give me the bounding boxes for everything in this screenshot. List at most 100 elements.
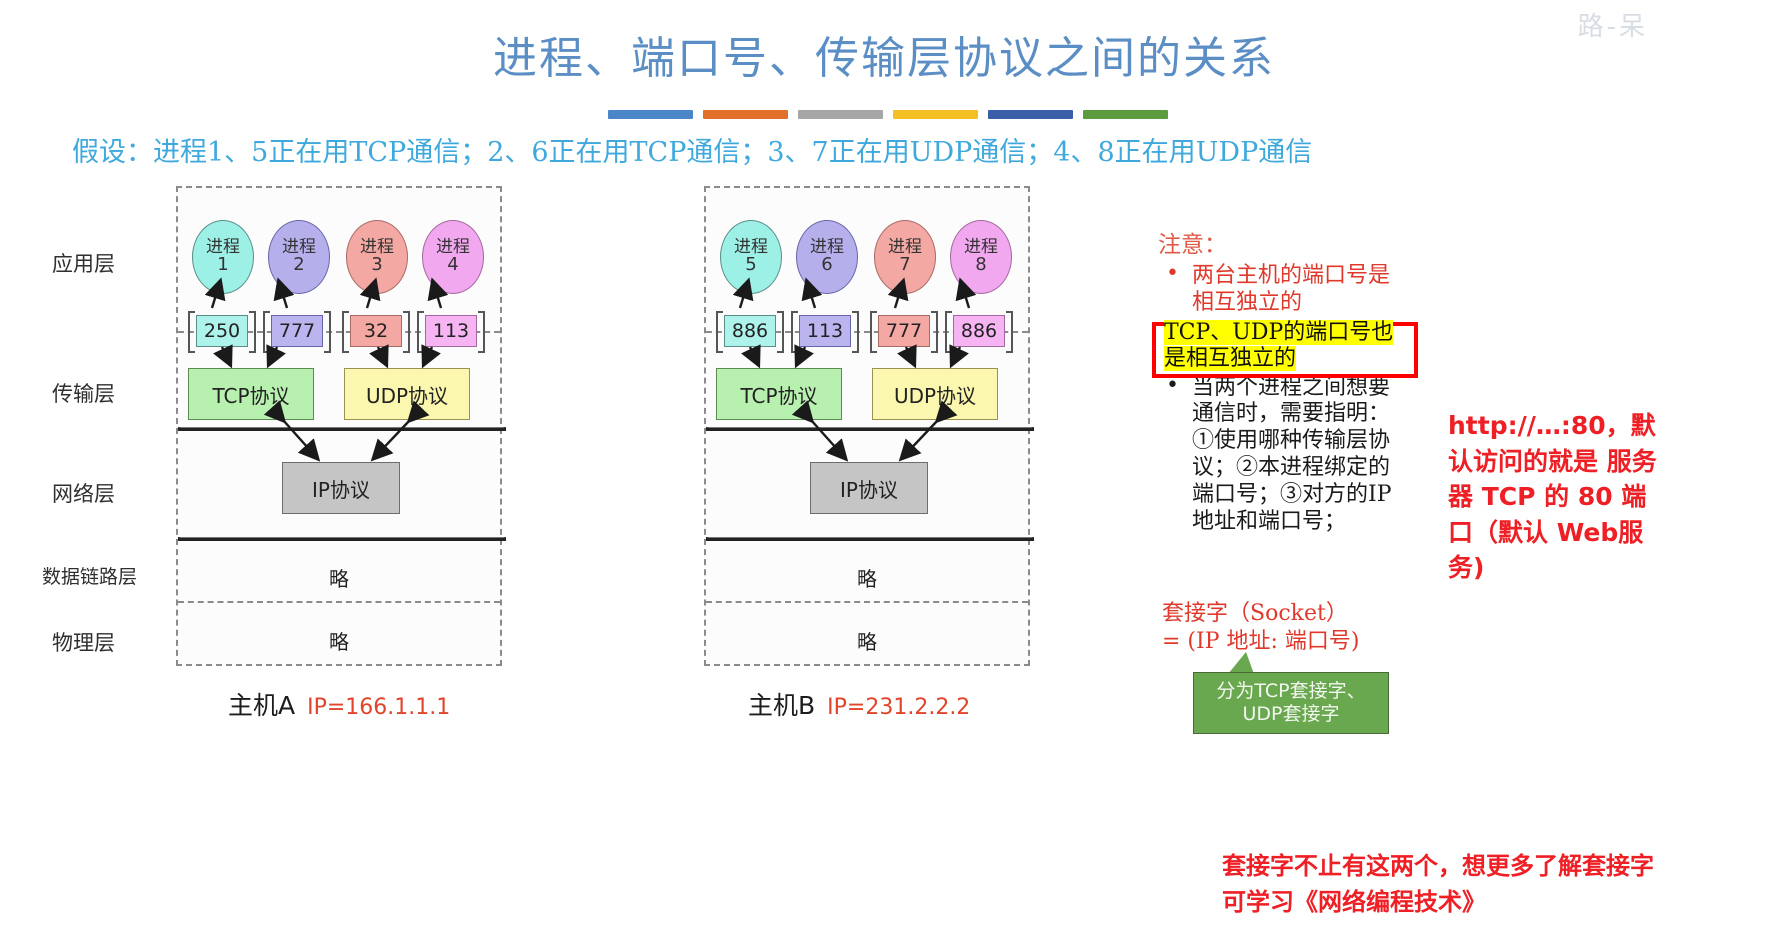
callout-pointer-icon xyxy=(1228,652,1254,674)
port-box-886-b[interactable]: 886 xyxy=(945,311,1013,353)
host-b-divider-datalink-physical xyxy=(706,601,1028,603)
process-circle-7-label: 进程 xyxy=(888,236,922,257)
host-b-name: 主机B xyxy=(748,691,816,720)
note-bullet-3-line-5: 端口号；③对方的IP xyxy=(1192,481,1392,507)
host-a-divider-datalink-physical xyxy=(178,601,500,603)
process-circle-7-number: 7 xyxy=(899,254,911,276)
udp-protocol-box[interactable]: UDP协议 xyxy=(344,368,470,420)
process-circle-1[interactable]: 进程 1 xyxy=(192,220,254,294)
layer-label-transport: 传输层 xyxy=(52,382,115,406)
http-port-note-line-5: 务) xyxy=(1448,553,1485,582)
process-circle-6[interactable]: 进程 6 xyxy=(796,220,858,294)
port-box-32[interactable]: 32 xyxy=(342,311,410,353)
process-circle-6-label: 进程 xyxy=(810,236,844,257)
host-b-divider-network-datalink xyxy=(706,537,1034,541)
process-circle-3[interactable]: 进程 3 xyxy=(346,220,408,294)
note-bullet-2: TCP、UDP的端口号也 是相互独立的 xyxy=(1164,320,1414,373)
port-box-777[interactable]: 777 xyxy=(263,311,331,353)
host-b-divider-transport-network xyxy=(706,427,1034,431)
process-circle-4-number: 4 xyxy=(447,254,459,276)
process-circle-5[interactable]: 进程 5 xyxy=(720,220,782,294)
accent-bar-1 xyxy=(608,110,693,119)
port-box-113[interactable]: 113 xyxy=(417,311,485,353)
accent-bar-3 xyxy=(798,110,883,119)
note-bullet-3-line-3: ①使用哪种传输层协 xyxy=(1192,428,1391,454)
physical-skip-label: 略 xyxy=(329,630,349,654)
datalink-skip-label: 略 xyxy=(329,567,349,591)
http-port-note-line-2: 认访问的就是 服务 xyxy=(1448,446,1657,476)
port-box-886-a[interactable]: 886 xyxy=(716,311,784,353)
watermark: 路-呆 xyxy=(1577,12,1648,42)
port-box-777-b[interactable]: 777 xyxy=(870,311,938,353)
datalink-skip-label-b: 略 xyxy=(857,567,877,591)
ip-protocol-box-b[interactable]: IP协议 xyxy=(810,462,928,514)
process-circle-3-label: 进程 xyxy=(360,236,394,257)
process-circle-3-number: 3 xyxy=(371,254,383,276)
process-circle-4[interactable]: 进程 4 xyxy=(422,220,484,294)
process-circle-4-label: 进程 xyxy=(436,236,470,257)
process-circle-8-label: 进程 xyxy=(964,236,998,257)
process-circle-5-number: 5 xyxy=(745,254,757,276)
note-bullet-3: 当两个进程之间想要 通信时，需要指明： ①使用哪种传输层协 议；②本进程绑定的 … xyxy=(1158,373,1408,536)
note-bullet-3-line-1: 当两个进程之间想要 xyxy=(1192,374,1391,400)
socket-types-callout: 分为TCP套接字、 UDP套接字 xyxy=(1193,672,1389,734)
assumption-subtitle: 假设：进程1、5正在用TCP通信；2、6正在用TCP通信；3、7正在用UDP通信… xyxy=(72,137,1313,168)
physical-skip-label-b: 略 xyxy=(857,630,877,654)
socket-footer-note-line-2: 可学习《网络编程技术》 xyxy=(1222,888,1486,916)
accent-bar-4 xyxy=(893,110,978,119)
accent-bar-6 xyxy=(1083,110,1168,119)
ip-protocol-box[interactable]: IP协议 xyxy=(282,462,400,514)
notes-panel: 注意： 两台主机的端口号是 相互独立的 当两个进程之间想要 通信时，需要指明： … xyxy=(1158,225,1408,538)
socket-line-1: 套接字（Socket） xyxy=(1162,601,1348,626)
layer-label-application: 应用层 xyxy=(52,252,115,276)
callout-line-2: UDP套接字 xyxy=(1242,703,1340,725)
host-a-name: 主机A xyxy=(228,691,296,720)
udp-protocol-box-b[interactable]: UDP协议 xyxy=(872,368,998,420)
callout-line-1: 分为TCP套接字、 xyxy=(1216,679,1366,702)
port-box-250[interactable]: 250 xyxy=(188,311,256,353)
host-a-panel: 进程 1 进程 2 进程 3 进程 4 250 777 32 113 TCP协议… xyxy=(176,186,506,666)
note-bullet-3-line-6: 地址和端口号； xyxy=(1192,508,1347,534)
host-b-panel: 进程 5 进程 6 进程 7 进程 8 886 113 777 886 TCP协… xyxy=(704,186,1034,666)
tcp-protocol-box-b[interactable]: TCP协议 xyxy=(716,368,842,420)
process-circle-6-number: 6 xyxy=(821,254,833,276)
process-circle-7[interactable]: 进程 7 xyxy=(874,220,936,294)
layer-label-physical: 物理层 xyxy=(52,631,115,655)
socket-line-2: = (IP 地址: 端口号) xyxy=(1162,629,1360,655)
process-circle-8[interactable]: 进程 8 xyxy=(950,220,1012,294)
process-circle-5-label: 进程 xyxy=(734,236,768,257)
note-bullet-1-line-1: 两台主机的端口号是 xyxy=(1192,263,1391,288)
http-port-note-line-3: 器 TCP 的 80 端 xyxy=(1448,482,1647,511)
socket-footer-note: 套接字不止有这两个，想更多了解套接字 可学习《网络编程技术》 xyxy=(1222,848,1768,920)
http-port-note-line-1: http://…:80，默 xyxy=(1448,411,1656,440)
host-b-ip: IP=231.2.2.2 xyxy=(827,695,971,720)
note-bullet-2-line-2: 是相互独立的 xyxy=(1164,346,1297,372)
title-accent-bars xyxy=(608,110,1168,120)
note-bullet-1: 两台主机的端口号是 相互独立的 xyxy=(1158,261,1408,317)
note-bullet-2-line-1: TCP、UDP的端口号也 xyxy=(1164,320,1394,345)
process-circle-2[interactable]: 进程 2 xyxy=(268,220,330,294)
note-bullet-3-line-2: 通信时，需要指明： xyxy=(1192,401,1391,427)
accent-bar-2 xyxy=(703,110,788,119)
socket-definition: 套接字（Socket） = (IP 地址: 端口号) xyxy=(1162,600,1432,656)
note-bullet-3-line-4: 议；②本进程绑定的 xyxy=(1192,455,1391,481)
tcp-protocol-box[interactable]: TCP协议 xyxy=(188,368,314,420)
accent-bar-5 xyxy=(988,110,1073,119)
notes-heading: 注意： xyxy=(1158,232,1227,258)
http-port-note: http://…:80，默 认访问的就是 服务 器 TCP 的 80 端 口（默… xyxy=(1448,408,1748,586)
layer-label-datalink: 数据链路层 xyxy=(42,566,138,588)
process-circle-2-label: 进程 xyxy=(282,236,316,257)
port-box-113-b[interactable]: 113 xyxy=(791,311,859,353)
http-port-note-line-4: 口（默认 Web服 xyxy=(1448,517,1644,547)
host-b-name-row: 主机B IP=231.2.2.2 xyxy=(748,686,970,722)
note-bullet-1-line-2: 相互独立的 xyxy=(1192,289,1303,315)
process-circle-2-number: 2 xyxy=(293,254,305,276)
process-circle-1-number: 1 xyxy=(217,254,229,276)
host-a-divider-network-datalink xyxy=(178,537,506,541)
layer-label-network: 网络层 xyxy=(52,482,115,506)
host-a-divider-app-transport xyxy=(178,331,500,333)
socket-footer-note-line-1: 套接字不止有这两个，想更多了解套接字 xyxy=(1222,852,1654,880)
process-circle-8-number: 8 xyxy=(975,254,987,276)
